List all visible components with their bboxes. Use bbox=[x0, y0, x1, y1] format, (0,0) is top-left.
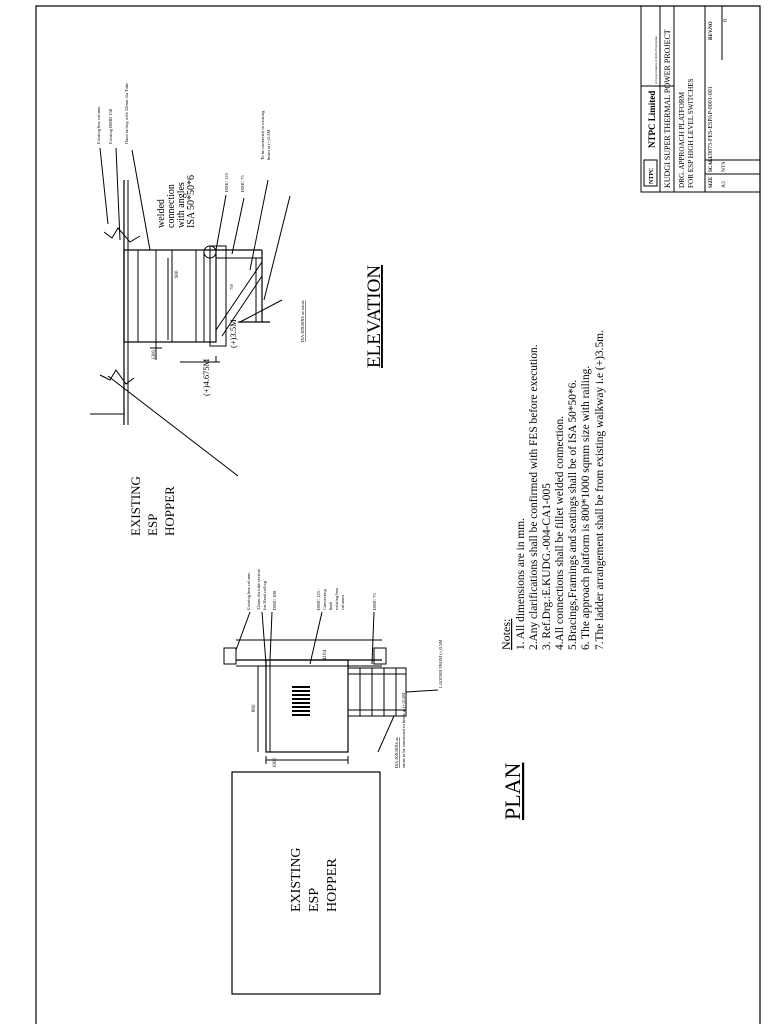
welded-note-line1: welded bbox=[156, 199, 167, 228]
logo-text: NTPC bbox=[649, 168, 655, 184]
size-value: A3 bbox=[721, 181, 727, 188]
plan-callout-ismc125-5: columns bbox=[340, 595, 345, 610]
level-35: (+)3.5M bbox=[228, 319, 238, 348]
hopper-bottom-line3: HOPPER bbox=[325, 858, 340, 912]
hopper-top-line2: ESP bbox=[145, 514, 160, 536]
hopper-bottom-line1: EXISTING bbox=[289, 847, 304, 912]
elev-callout-ismc75: ISMC 75 bbox=[240, 175, 245, 192]
hopper-bottom-line2: ESP bbox=[307, 888, 322, 912]
project-name: KUDGI SUPER THERMAL POWER PROJECT bbox=[663, 29, 672, 188]
elev-callout-ismb: Existing ISMB 150 bbox=[108, 108, 113, 144]
welded-note-line2: connection bbox=[166, 184, 177, 228]
plan-dim-4104: 4104 bbox=[323, 650, 328, 661]
elevation-title: ELEVATION bbox=[364, 265, 385, 368]
plan-view bbox=[223, 611, 439, 995]
plan-isa-struts-1: ISA 50X50X6 as bbox=[394, 737, 399, 768]
drawing-number: 9073-FES-ESPAP-0001-001 bbox=[708, 86, 714, 155]
plan-callout-tube-1: 32mm dia tube section bbox=[256, 568, 261, 610]
plan-dim-800: 800 bbox=[252, 704, 257, 712]
sheet-border bbox=[35, 5, 761, 1024]
hopper-top-line1: EXISTING bbox=[128, 476, 143, 536]
note-item-4: 4.All connections shall be fillet welded… bbox=[554, 416, 566, 650]
elev-callout-box-column: Existing box column bbox=[96, 106, 101, 144]
plan-dim-1000: 1000 bbox=[273, 758, 278, 769]
note-item-5: 5.Bracings,Framings and seatings shall b… bbox=[567, 380, 579, 650]
elev-callout-hand-railing: Hand railing with 32mm dia Tube bbox=[124, 83, 129, 144]
rev-value: 0 bbox=[723, 19, 729, 22]
platform-grating bbox=[292, 686, 310, 716]
scale-label: SCALE bbox=[709, 155, 714, 172]
elev-callout-connect-2: beam at (+)3.5M bbox=[266, 130, 271, 160]
ntpc-logo: NTPC bbox=[643, 159, 658, 187]
plan-callout-tube-2: for Hand railing bbox=[262, 580, 267, 610]
note-item-6: 6. The approach platform is 800*1000 sqm… bbox=[580, 366, 592, 650]
note-item-7: 7.The ladder arrangement shall be from e… bbox=[594, 330, 606, 650]
hopper-top-line3: HOPPER bbox=[162, 486, 177, 536]
welded-note-line4: ISA 50*50*6 bbox=[186, 175, 197, 228]
plan-callout-box-column: Existing box column bbox=[246, 572, 251, 610]
hopper-outline bbox=[231, 771, 381, 995]
plan-callout-ismc100: ISMC 100 bbox=[272, 590, 277, 610]
elev-dim-750: 750 bbox=[229, 284, 234, 290]
plan-callout-ismc125-3: both bbox=[328, 601, 333, 610]
notes: Notes: 1. All dimensions are in mm. 2.An… bbox=[499, 330, 606, 650]
drawing-title-line1: DRG. APPROACH PLATFORM bbox=[678, 91, 686, 188]
plan-labels: Existing box column 32mm dia tube sectio… bbox=[246, 568, 525, 912]
elev-dim-1300: 1300 bbox=[152, 350, 157, 361]
note-item-3: 3. Ref.Drg.:E.KUDG.-004-CA1-005 bbox=[541, 483, 553, 650]
size-label: SIZE bbox=[709, 176, 714, 188]
elev-isa-struts: ISA 50X50X6 as struts bbox=[300, 300, 305, 342]
plan-callout-ismc125-4: existing box bbox=[334, 587, 339, 610]
scale-value: NTS bbox=[721, 162, 727, 172]
note-item-2: 2.Any clarifications shall be confirmed … bbox=[528, 344, 540, 650]
company-name: NTPC Limited bbox=[647, 91, 657, 148]
elevation-labels: Existing box column Existing ISMB 150 Ha… bbox=[96, 83, 385, 536]
elev-callout-connect-1: To be connected to existing bbox=[260, 110, 265, 160]
elevation-view bbox=[90, 147, 291, 477]
plan-callout-ismc75: ISMC 75 bbox=[372, 593, 377, 610]
notes-heading: Notes: bbox=[499, 619, 513, 650]
elev-dim-900: 900 bbox=[175, 270, 180, 278]
plan-title: PLAN bbox=[500, 762, 525, 820]
drawing-title-line2: FOR ESP HIGH LEVEL SWITCHES bbox=[687, 78, 695, 188]
elev-callout-ismc125: ISMC 125 bbox=[224, 172, 229, 192]
welded-note-line3: with angles bbox=[176, 182, 187, 228]
plan-callout-ismc125-1: ISMC 125 - bbox=[316, 588, 321, 610]
rev-label: REV.NO bbox=[709, 21, 714, 40]
plan-callout-ladder: LADDER FROM (+)3.5M bbox=[438, 640, 443, 688]
plan-isa-struts-2: struts to be connected to beam at (+)3.5… bbox=[401, 693, 406, 768]
company-subtitle: A Government of India Enterprise bbox=[654, 36, 658, 84]
level-4675: (+)4.675M bbox=[201, 358, 211, 396]
note-item-1: 1. All dimensions are in mm. bbox=[515, 518, 527, 650]
title-block: NTPC NTPC Limited A Government of India … bbox=[640, 5, 761, 193]
plan-callout-ismc125-2: Connecting bbox=[322, 589, 327, 610]
